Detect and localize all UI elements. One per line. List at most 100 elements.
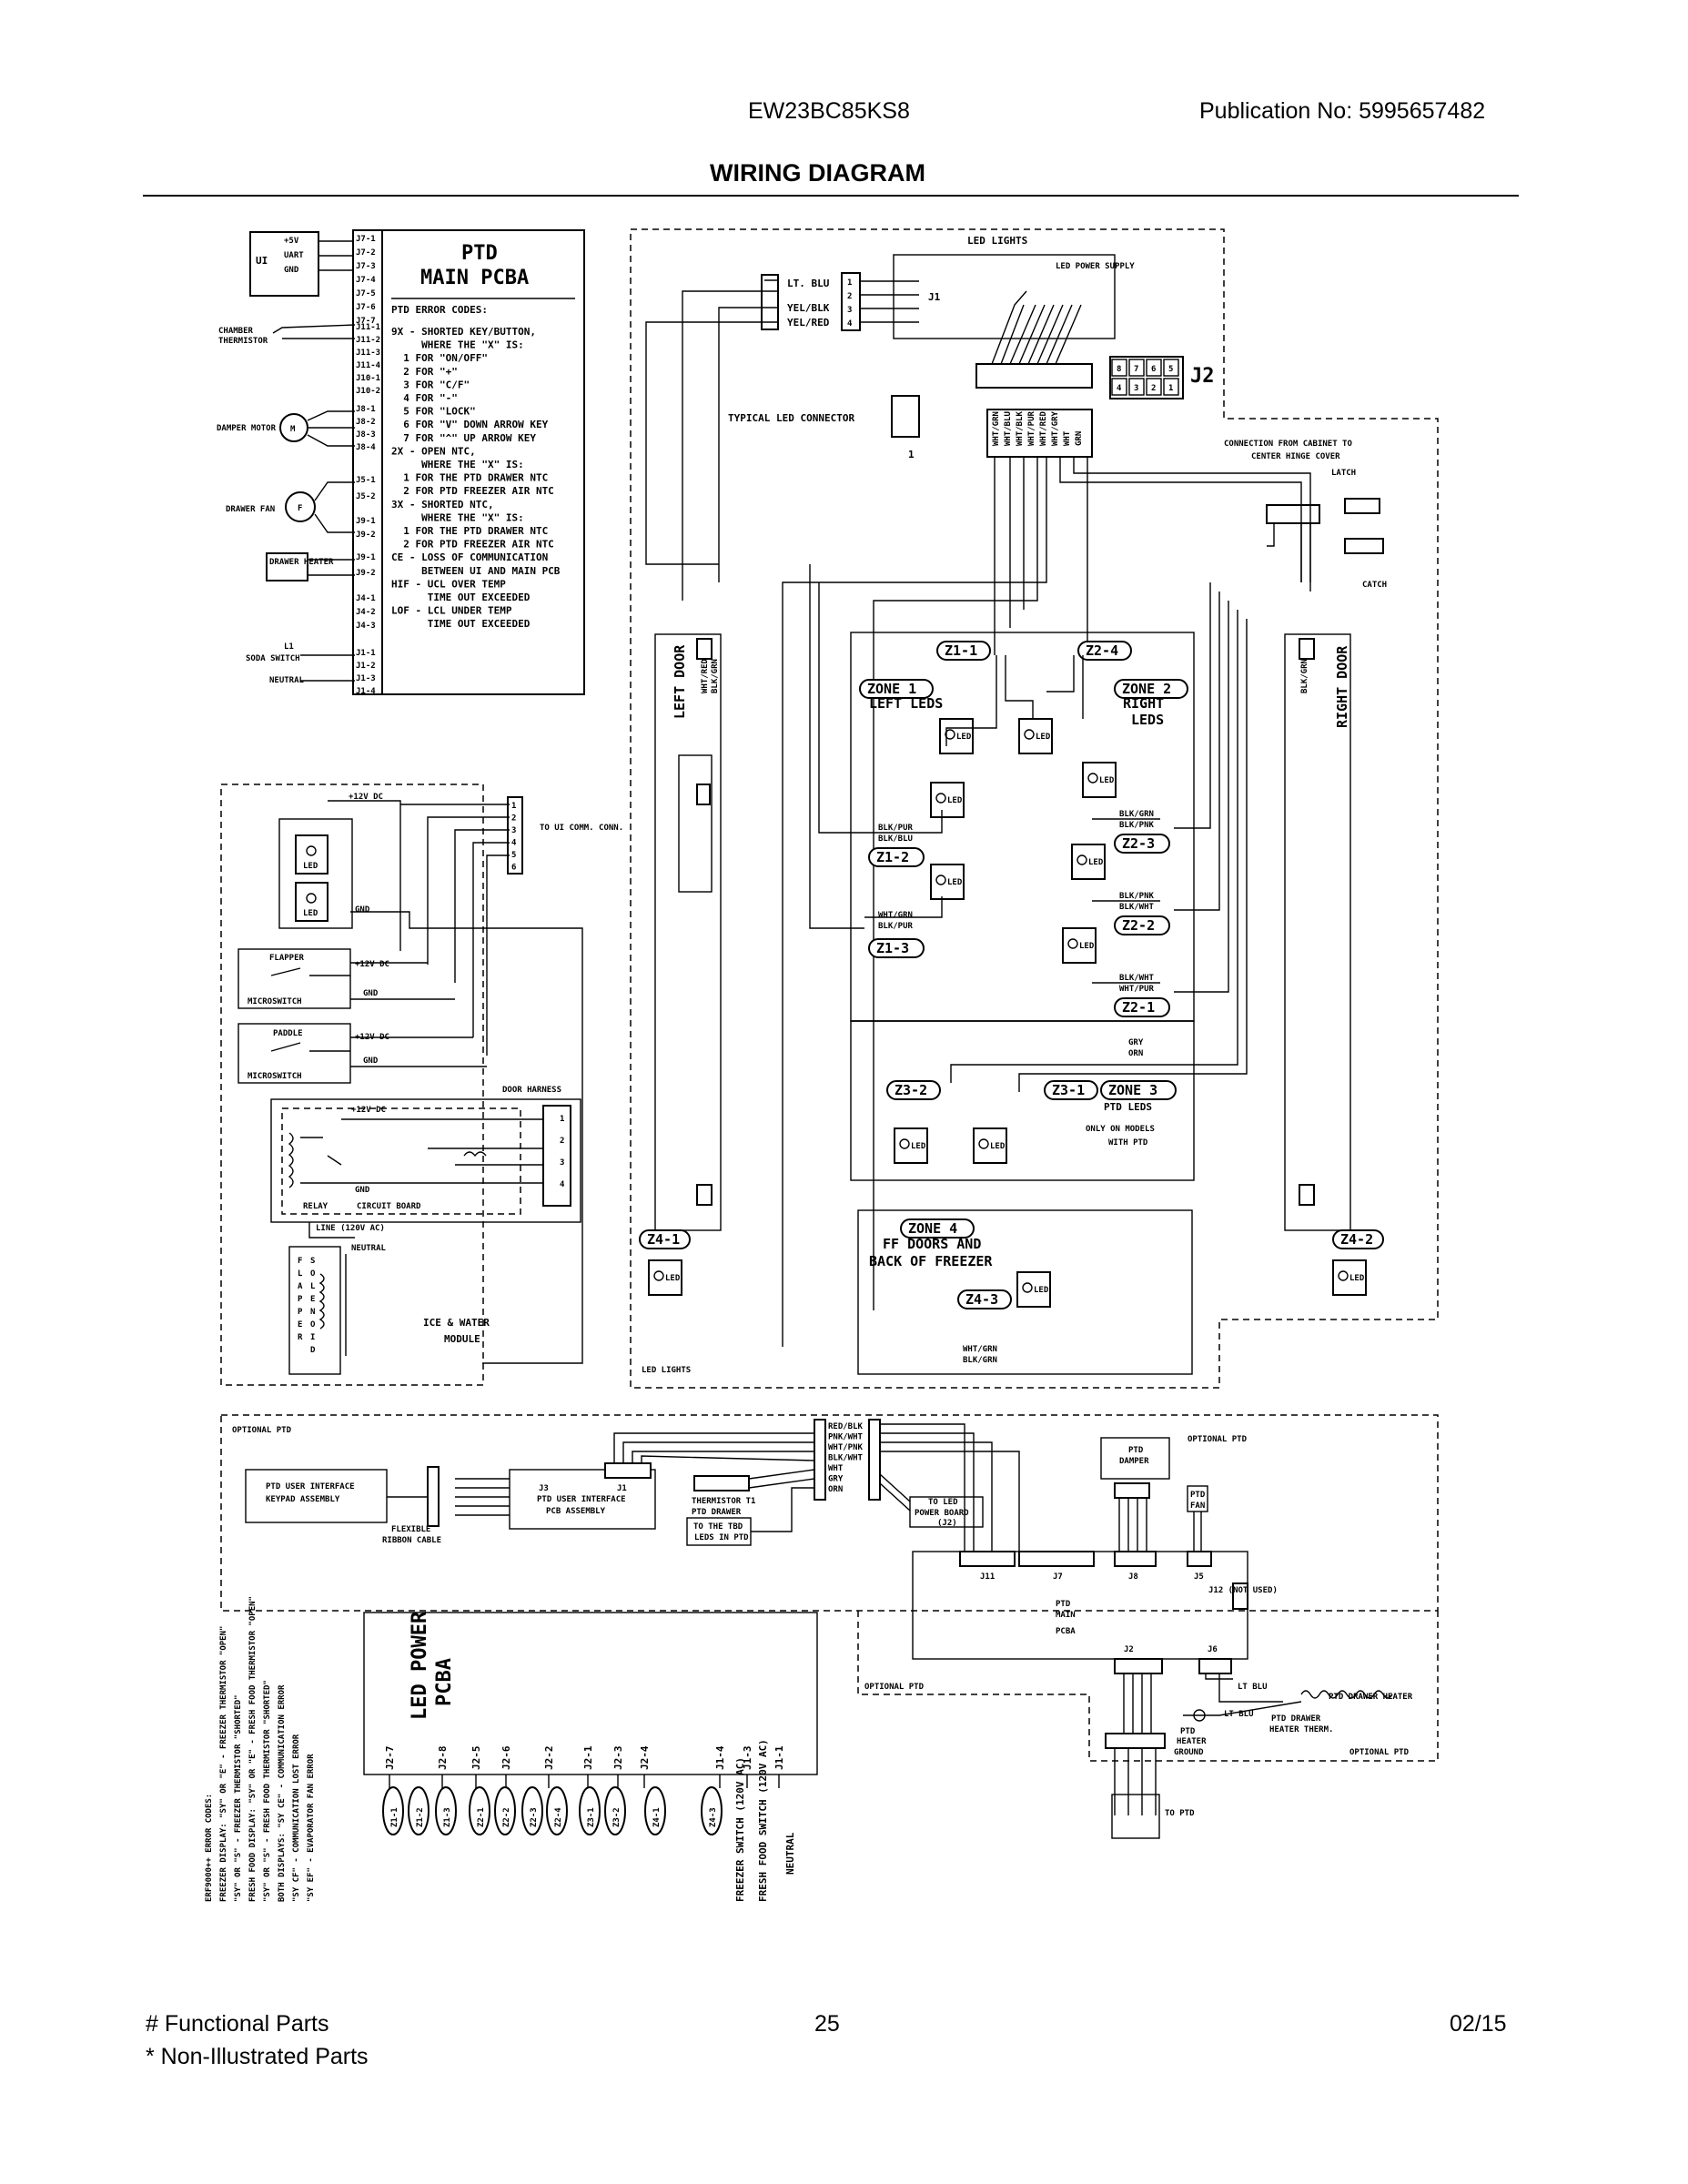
paddle-microswitch: MICROSWITCH (248, 1072, 302, 1081)
drawer-heater-label: DRAWER HEATER (269, 558, 334, 567)
to-ui-label: TO UI COMM. CONN. (540, 824, 623, 833)
chamber-label: CHAMBER (218, 327, 254, 336)
pin-label: J9-1 (356, 553, 376, 562)
lp-zone-oval (644, 1786, 666, 1835)
zone-tag (886, 1080, 941, 1100)
error-code-line: 1 FOR THE PTD DRAWER NTC (391, 525, 548, 537)
lp-zone-oval (382, 1786, 404, 1835)
lp-zone-oval (579, 1786, 601, 1835)
solenoid-letter: O (310, 1269, 316, 1279)
led-2 (295, 882, 329, 922)
door-wire-label: BLK/GRN (711, 659, 720, 693)
pin-label: J11-3 (356, 349, 380, 358)
j2-cell (1128, 378, 1145, 396)
solenoid-letter: L (310, 1282, 316, 1291)
error-code-line: 3X - SHORTED NTC, (391, 499, 494, 511)
harness-color: WHT/PNK (828, 1443, 864, 1452)
pin-label: J8-2 (356, 418, 376, 427)
harness-connector (986, 409, 1093, 458)
zone-wire-label: BLK/WHT (1119, 974, 1155, 983)
error-code-line: WHERE THE "X" IS: (391, 339, 524, 351)
damper-m: M (290, 425, 296, 434)
error-code-line: WHERE THE "X" IS: (391, 459, 524, 470)
pin-label: J4-1 (356, 594, 376, 603)
j2-pin: 6 (1151, 365, 1156, 374)
zone-tag (639, 1229, 691, 1249)
pin6-label: 6 (511, 864, 516, 873)
ui-pcb-label-1: PTD USER INTERFACE (537, 1495, 626, 1504)
led-power-pcba-box (363, 1612, 818, 1775)
ptd-main-title-2: MAIN PCBA (420, 267, 529, 289)
error-code-notes: ERF9000++ ERROR CODES: FREEZER DISPLAY: "… (205, 1596, 316, 1902)
led-text: LED (1036, 733, 1051, 742)
pin6-label: 1 (511, 802, 516, 811)
flapper-letter: R (298, 1333, 303, 1342)
lp-zone-label: Z4-3 (709, 1807, 718, 1827)
publication-number: Publication No: 5995657482 (1199, 98, 1486, 124)
damper-label-1: PTD (1128, 1446, 1144, 1455)
led-power-supply-label: LED POWER SUPPLY (1056, 262, 1135, 271)
led-lens (978, 1138, 989, 1149)
svg-text:2: 2 (847, 292, 852, 301)
fan-box (1187, 1485, 1208, 1512)
harness-wire-label: GRN (1075, 431, 1084, 446)
ui-pcb-j3: J3 (539, 1484, 549, 1493)
error-code-line: 9X - SHORTED KEY/BUTTON, (391, 326, 536, 338)
zone-4-box (857, 1209, 1193, 1375)
lt-blu-1: LT BLU (1238, 1683, 1268, 1692)
optional-ptd-bot: OPTIONAL PTD (1349, 1748, 1410, 1757)
neutral-switch: NEUTRAL (784, 1832, 796, 1875)
led-lens (1076, 854, 1087, 865)
pin-label: J4-2 (356, 608, 376, 617)
led-lights-block: LED LIGHTS LT. BLU YEL/BLK YEL/RED 1 2 3… (630, 228, 1439, 1389)
lp-zone-oval (546, 1786, 568, 1835)
zone-tag-label: Z4-1 (647, 1231, 680, 1248)
zone-tag-label: ZONE 2 (1122, 681, 1171, 697)
page-title: WIRING DIAGRAM (710, 159, 925, 187)
typical-pin-1: 1 (908, 449, 915, 460)
functional-parts-note: # Functional Parts (146, 2011, 329, 2037)
flapper-letter: A (298, 1282, 303, 1291)
j2-cell (1163, 359, 1179, 377)
led-lens (945, 729, 955, 740)
zone-tag (1332, 1229, 1384, 1249)
to-ptd-box (1111, 1794, 1160, 1839)
thermistor-box (693, 1475, 750, 1491)
error-code-line: 7 FOR "^" UP ARROW KEY (391, 432, 536, 444)
typical-connector (891, 395, 920, 438)
l1-label: L1 (284, 642, 294, 652)
error-code-note: FREEZER DISPLAY: "SY" OR "E" - FREEZER T… (219, 1626, 228, 1902)
lp-zone-label: Z1-3 (443, 1807, 452, 1827)
ui-pcb-j1: J1 (617, 1484, 627, 1493)
led-box (278, 818, 353, 929)
drawer-heater-box (266, 552, 308, 581)
ribbon-connector (427, 1466, 440, 1527)
neutral-label: NEUTRAL (269, 676, 305, 685)
freezer-switch: FREEZER SWITCH (120V AC) (734, 1757, 746, 1902)
left-mini-connector (761, 274, 779, 330)
flapper-letter: E (298, 1320, 302, 1330)
gnd-1: GND (355, 905, 370, 915)
flapper-label: FLAPPER (269, 954, 305, 963)
zone-wire-label: BLK/PNK (1119, 892, 1155, 901)
flapper-letter: P (298, 1295, 303, 1304)
lp-pin: J1-3 (742, 1746, 753, 1771)
led-lens (1067, 938, 1078, 949)
lp-zone-oval (435, 1786, 457, 1835)
zone-wire-labels: BLK/PURBLK/BLUWHT/GRNBLK/PURBLK/GRNBLK/P… (701, 658, 1309, 1365)
lp-zone-oval (494, 1786, 516, 1835)
j2-cell (1111, 378, 1127, 396)
j2-pin: 1 (1168, 384, 1173, 393)
zone-wire-label: WHT/PUR (1119, 985, 1155, 994)
to-leds-label-2: LEDS IN PTD (694, 1533, 749, 1542)
led-power-title-2: PCBA (433, 1658, 456, 1706)
gnd-harness: GND (355, 1186, 370, 1195)
svg-text:4: 4 (847, 319, 853, 329)
hinge-connector (1266, 504, 1320, 524)
error-code-note: "SY EF" - EVAPORATOR FAN ERROR (307, 1754, 316, 1902)
harness-color: GRY (828, 1475, 844, 1484)
error-code-note: ERF9000++ ERROR CODES: (205, 1794, 214, 1902)
ptd-main-pcba-box (912, 1551, 1248, 1660)
optional-ptd-block: OPTIONAL PTD OPTIONAL PTD OPTIONAL PTD O… (220, 1414, 1439, 1839)
zone4-sub2: BACK OF FREEZER (869, 1253, 993, 1269)
